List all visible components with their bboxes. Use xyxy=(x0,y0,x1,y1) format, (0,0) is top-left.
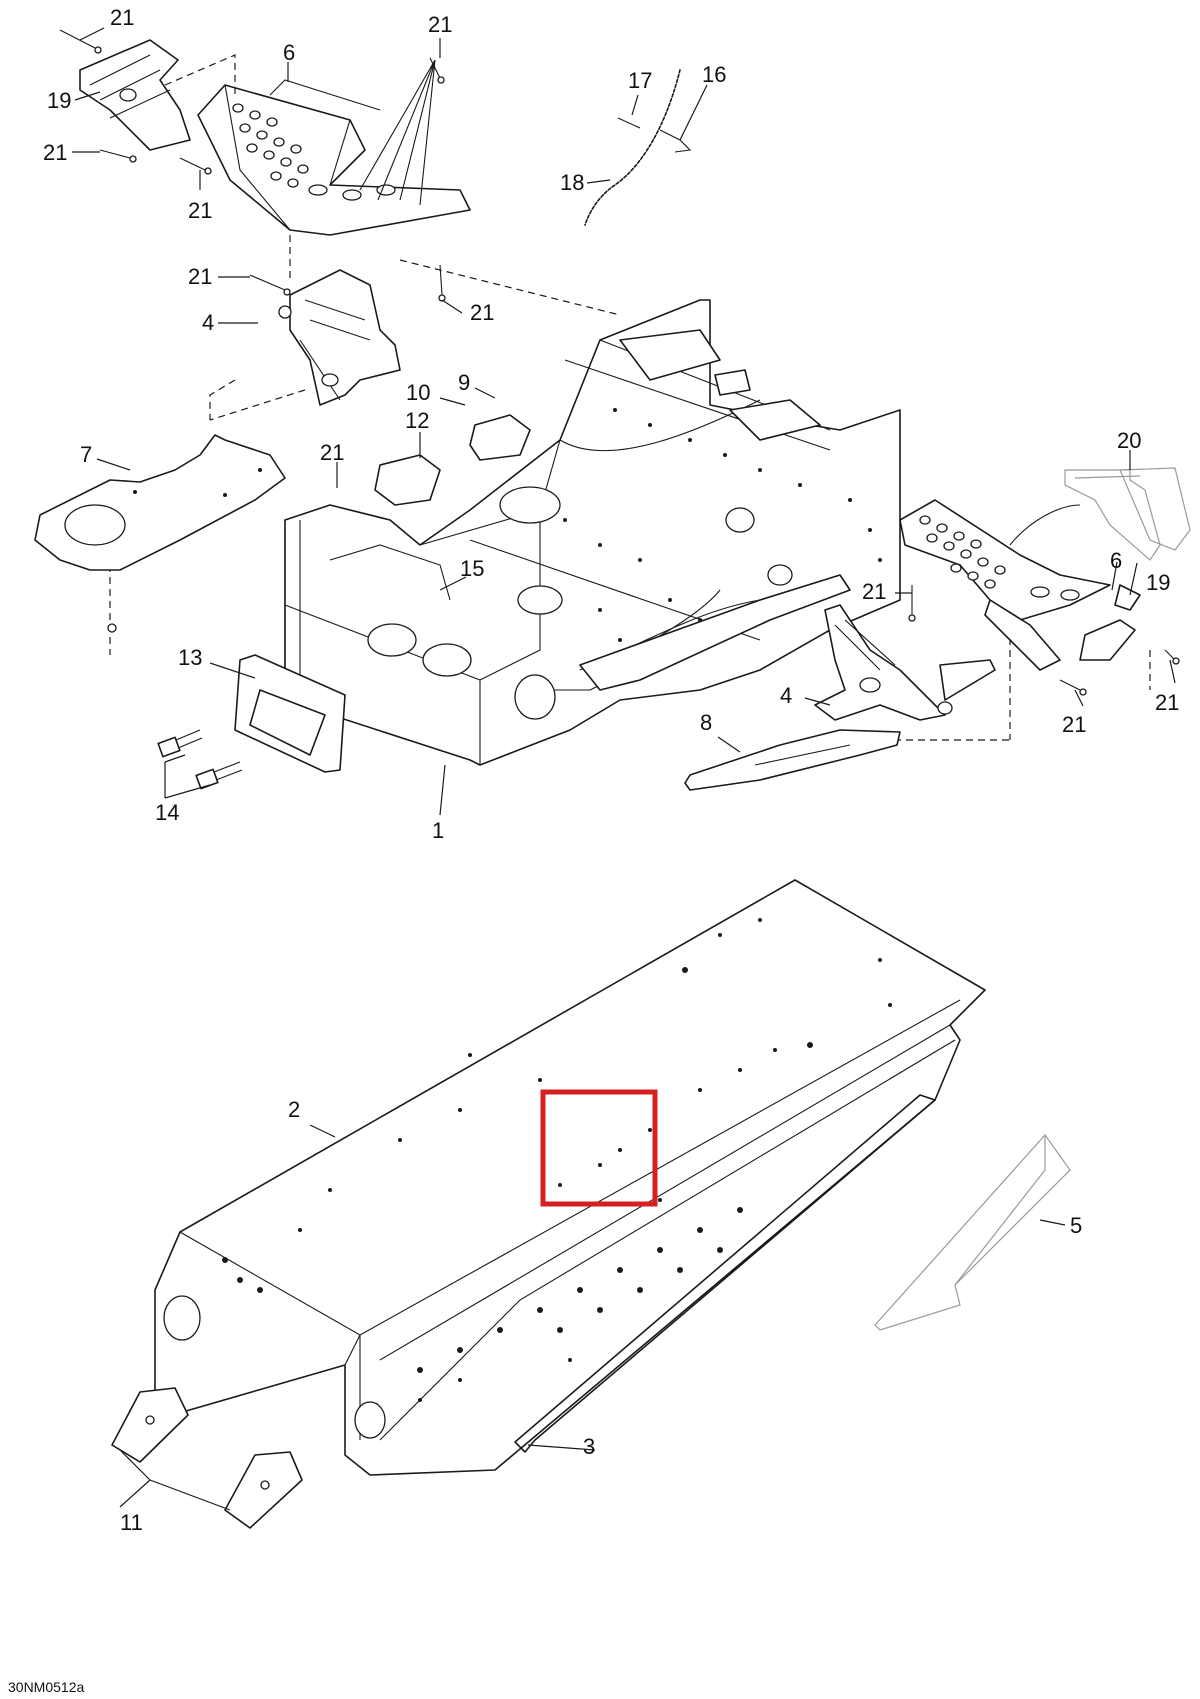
part-5-plate xyxy=(874,1134,1071,1331)
part-11-plates xyxy=(111,1387,303,1529)
callout-3: 3 xyxy=(583,1434,595,1459)
callout-19: 19 xyxy=(47,88,71,113)
part-7-plate xyxy=(34,434,286,571)
callout-4: 4 xyxy=(780,683,792,708)
callout-16: 16 xyxy=(702,62,726,87)
callout-21: 21 xyxy=(862,579,886,604)
callout-21: 21 xyxy=(188,198,212,223)
callout-21: 21 xyxy=(320,440,344,465)
callout-12: 12 xyxy=(405,408,429,433)
highlight-box xyxy=(540,1089,658,1207)
tunnel-holes xyxy=(222,918,892,1402)
footrest-right xyxy=(899,499,1141,671)
callout-10: 10 xyxy=(406,380,430,405)
callout-17: 17 xyxy=(628,68,652,93)
callout-7: 7 xyxy=(80,442,92,467)
callout-21: 21 xyxy=(470,300,494,325)
callout-2: 2 xyxy=(288,1097,300,1122)
callout-9: 9 xyxy=(458,370,470,395)
callout-21: 21 xyxy=(110,5,134,30)
leader-lines xyxy=(72,27,1176,1511)
callout-5: 5 xyxy=(1070,1213,1082,1238)
callout-21: 21 xyxy=(1062,712,1086,737)
bracket-lower-right xyxy=(814,604,996,721)
callout-21: 21 xyxy=(43,140,67,165)
tunnel-assembly xyxy=(154,879,986,1476)
callout-19: 19 xyxy=(1146,570,1170,595)
callout-20: 20 xyxy=(1117,428,1141,453)
footrest-upper-left xyxy=(79,39,471,280)
callout-4: 4 xyxy=(202,310,214,335)
part-20-bracket xyxy=(1064,467,1191,561)
bracket-upper-left xyxy=(278,269,401,406)
callout-21: 21 xyxy=(188,264,212,289)
callout-15: 15 xyxy=(460,556,484,581)
cable-conduit xyxy=(584,69,692,226)
assembly-lines xyxy=(109,259,1151,741)
callout-14: 14 xyxy=(155,800,179,825)
callout-6: 6 xyxy=(1110,548,1122,573)
footrest-holes-left xyxy=(232,103,396,201)
callout-18: 18 xyxy=(560,170,584,195)
part-14-bolts xyxy=(157,729,243,790)
part-8-runner xyxy=(684,729,901,791)
callout-1: 1 xyxy=(432,818,444,843)
rivets-right xyxy=(107,585,1180,696)
part-13-plate xyxy=(234,654,346,773)
rivets-top xyxy=(59,29,446,302)
callout-13: 13 xyxy=(178,645,202,670)
footrest-holes-right xyxy=(919,515,1080,601)
figure-code: 30NM0512a xyxy=(8,1679,84,1695)
chassis-rivet-dots xyxy=(563,408,882,642)
main-chassis xyxy=(284,299,901,766)
callout-6: 6 xyxy=(283,40,295,65)
callout-8: 8 xyxy=(700,710,712,735)
callout-21: 21 xyxy=(1155,690,1179,715)
callout-labels: 21 21 6 19 21 21 17 16 18 21 21 4 10 9 1… xyxy=(8,5,1179,1695)
callout-21: 21 xyxy=(428,12,452,37)
callout-11: 11 xyxy=(120,1510,143,1535)
